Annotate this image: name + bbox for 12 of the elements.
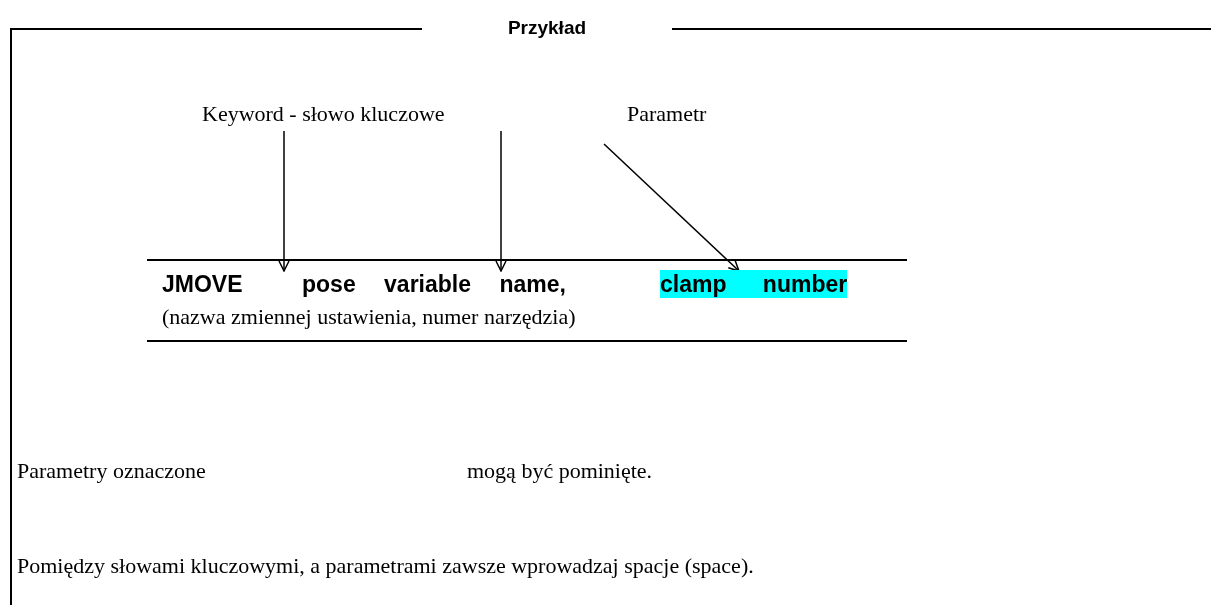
- note-text: Parametry oznaczone: [17, 459, 206, 484]
- callout-text: Keyword - słowo kluczowe: [202, 100, 445, 128]
- note-text: mogą być pominięte.: [467, 459, 653, 484]
- parameter-text: pose variable name,: [302, 270, 566, 298]
- arrow: [495, 130, 507, 272]
- highlighted-parameter: clamp number: [660, 270, 848, 298]
- translation-text: (nazwa zmiennej ustawienia, numer narzędzia): [162, 305, 576, 330]
- arrow: [603, 143, 740, 272]
- callout-text: Parametr: [627, 100, 707, 128]
- arrow: [278, 130, 290, 272]
- note-text: Pomiędzy słowami kluczowymi, a parametrami zawsze wprowadzaj spacje (space).: [17, 554, 754, 579]
- keyword-text: JMOVE: [162, 270, 243, 298]
